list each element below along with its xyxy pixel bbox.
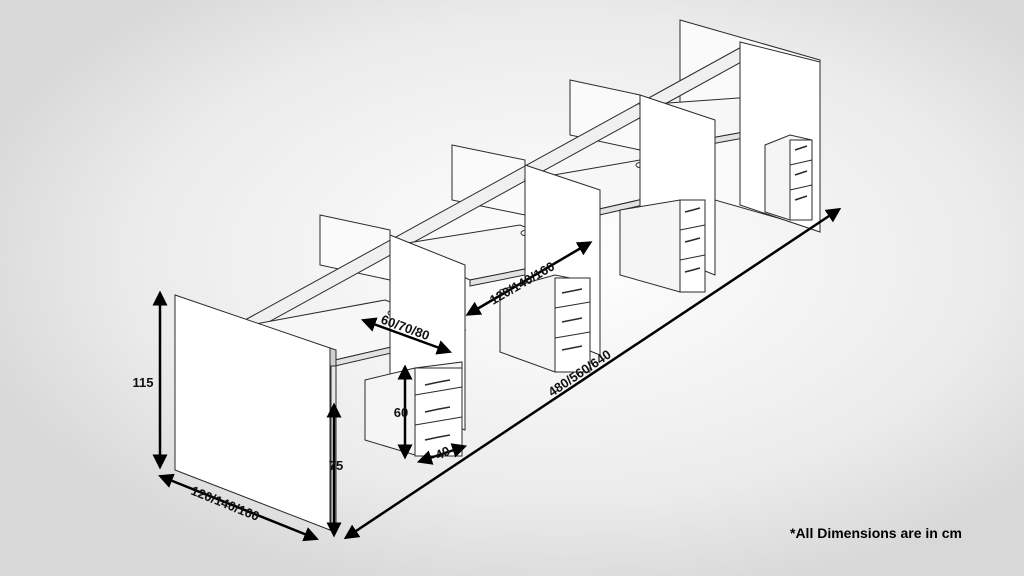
dimension-lines [152,207,842,542]
desk-height-label: 75 [329,458,343,473]
units-note: *All Dimensions are in cm [790,525,962,541]
pedestal-depth-label: 40 [433,443,452,463]
pedestal-height-label: 60 [394,405,408,420]
panel-height-label: 115 [133,375,154,390]
